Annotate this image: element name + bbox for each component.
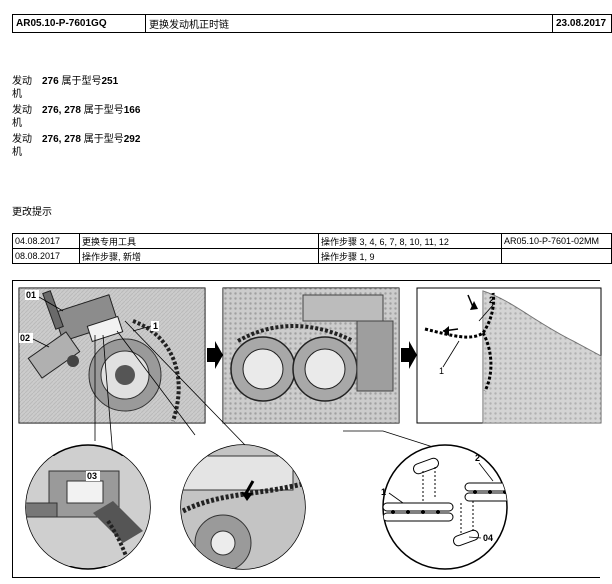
leader-lines: [94, 320, 434, 458]
callout-label: 1: [439, 366, 444, 376]
belongs-to-model: 属于型号: [83, 134, 124, 145]
change-notes-title: 更改提示: [12, 207, 52, 218]
change-description: 更换专用工具: [79, 233, 319, 249]
table-row: 04.08.2017 更换专用工具 操作步骤 3, 4, 6, 7, 8, 10…: [12, 233, 612, 249]
detail-chain-link-diagram: [382, 444, 508, 570]
engine-codes: 276: [42, 76, 59, 87]
callout-label: 1: [381, 487, 386, 497]
model-number: 251: [101, 76, 119, 87]
change-description: 操作步骤, 新增: [79, 248, 319, 264]
procedure-illustration: 01 02 1 03 2 1 1 2 04: [12, 280, 602, 578]
next-step-arrow-icon: [401, 341, 417, 369]
change-date: 08.08.2017: [12, 248, 80, 264]
panel-chain-routing: [416, 287, 602, 424]
change-steps: 操作步骤 1, 9: [318, 248, 502, 264]
document-id: AR05.10-P-7601GQ: [12, 14, 146, 33]
callout-label: 03: [87, 471, 97, 481]
engine-label: 发动机: [12, 76, 32, 100]
table-row: 08.08.2017 操作步骤, 新增 操作步骤 1, 9: [12, 248, 612, 264]
illustration-svg: 01 02 1 03 2 1 1 2 04: [18, 287, 602, 570]
next-step-arrow-icon: [207, 341, 223, 369]
callout-label: 02: [20, 333, 30, 343]
detail-chain-closeup: [180, 444, 306, 570]
callout-label: 2: [475, 453, 480, 463]
change-reference[interactable]: AR05.10-P-7601-02MM: [501, 233, 612, 249]
document-title: 更换发动机正时链: [145, 14, 553, 33]
engine-label: 发动机: [12, 134, 32, 158]
callout-leaders: [32, 296, 494, 539]
engine-codes: 276, 278: [42, 134, 81, 145]
change-steps: 操作步骤 3, 4, 6, 7, 8, 10, 11, 12: [318, 233, 502, 249]
callout-labels: 01 02 1 03 2 1 1 2 04: [19, 290, 494, 543]
belongs-to-model: 属于型号: [61, 76, 102, 87]
callout-label: 04: [483, 533, 493, 543]
model-number: 292: [123, 134, 141, 145]
panel-engine-sprockets: [222, 287, 400, 424]
change-notes-table: 04.08.2017 更换专用工具 操作步骤 3, 4, 6, 7, 8, 10…: [12, 233, 612, 264]
change-reference: [501, 248, 612, 264]
document-header: AR05.10-P-7601GQ 更换发动机正时链 23.08.2017: [12, 14, 612, 33]
engine-label: 发动机: [12, 105, 32, 129]
document-date: 23.08.2017: [552, 14, 612, 33]
callout-label: 01: [26, 290, 36, 300]
callout-label: 2: [489, 295, 494, 305]
callout-label: 1: [153, 321, 158, 331]
panel-tool-on-chain: [18, 287, 206, 424]
belongs-to-model: 属于型号: [83, 105, 124, 116]
model-number: 166: [123, 105, 141, 116]
change-date: 04.08.2017: [12, 233, 80, 249]
detail-tool-closeup: [25, 444, 151, 570]
engine-codes: 276, 278: [42, 105, 81, 116]
